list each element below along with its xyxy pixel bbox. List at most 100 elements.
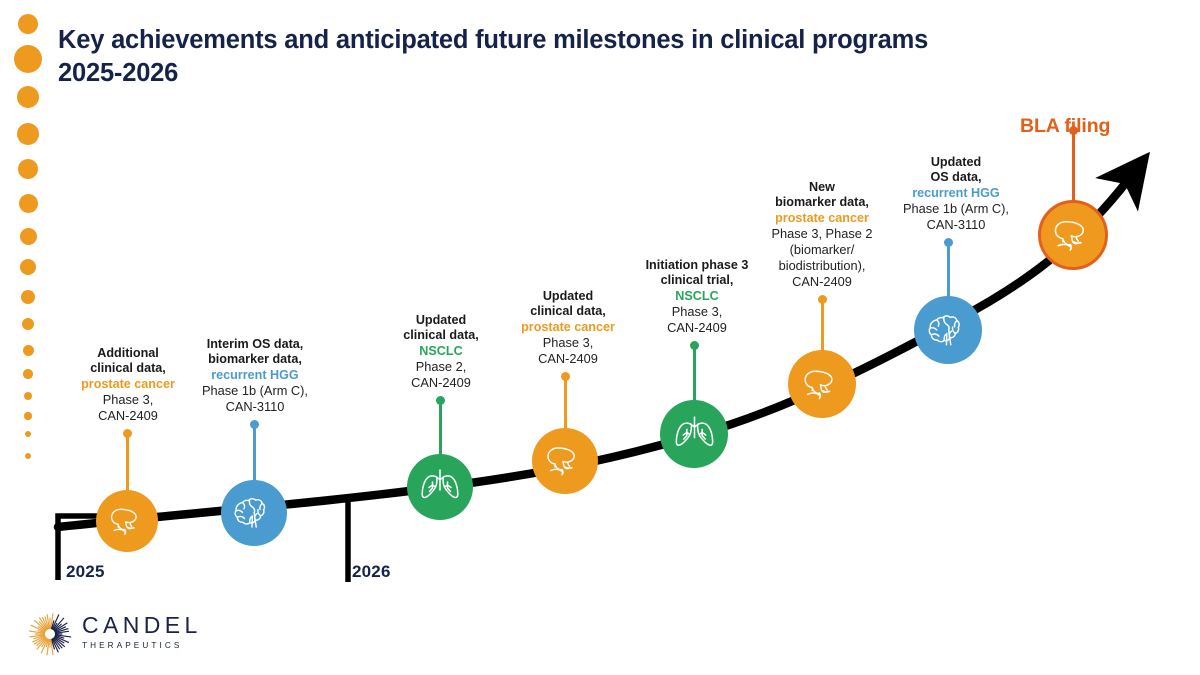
milestone-label-line: biodistribution), bbox=[778, 257, 866, 273]
milestone-label-line: prostate cancer bbox=[81, 376, 175, 391]
milestone-label-line: recurrent HGG bbox=[211, 367, 299, 382]
milestone-stem-dot bbox=[689, 341, 699, 350]
milestone-label-line: clinical data, bbox=[90, 361, 166, 376]
decorative-dot-column bbox=[0, 0, 60, 500]
milestone-node-brain[interactable] bbox=[914, 296, 982, 364]
decorative-dot bbox=[17, 123, 39, 145]
decorative-dot bbox=[24, 452, 32, 460]
milestone-node-prostate[interactable] bbox=[532, 428, 598, 494]
milestone-label-line: clinical trial, bbox=[660, 273, 734, 288]
milestone-label-line: clinical data, bbox=[403, 328, 479, 343]
milestone-label-line: biomarker data, bbox=[775, 195, 869, 210]
decorative-dot bbox=[18, 193, 38, 213]
page-title-line-1: Key achievements and anticipated future … bbox=[58, 26, 929, 54]
milestone-label-line: New bbox=[809, 180, 835, 194]
milestone-label-line: CAN-3110 bbox=[926, 217, 986, 233]
milestone-stem bbox=[946, 242, 950, 298]
milestone-label-line: clinical data, bbox=[530, 304, 606, 319]
candel-logo: CANDEL THERAPEUTICS bbox=[24, 608, 197, 666]
decorative-dot bbox=[24, 412, 32, 420]
decorative-dot bbox=[14, 45, 42, 73]
milestone-node-prostate[interactable] bbox=[1038, 200, 1108, 270]
milestone-label-line: prostate cancer bbox=[521, 319, 615, 334]
milestone-stem bbox=[1071, 130, 1075, 202]
year-label-2025: 2025 bbox=[66, 562, 105, 581]
decorative-dot bbox=[18, 14, 38, 34]
milestone-stem-dot bbox=[943, 238, 953, 247]
brain-icon bbox=[924, 306, 973, 355]
milestone-node-prostate[interactable] bbox=[788, 350, 856, 418]
milestone-node-lungs[interactable] bbox=[660, 400, 728, 468]
decorative-dot bbox=[21, 290, 35, 304]
prostate-icon bbox=[541, 437, 589, 485]
decorative-dot bbox=[24, 430, 32, 438]
milestone-label-line: Phase 3, bbox=[671, 304, 723, 320]
milestone-label-line: Initiation phase 3 bbox=[645, 258, 749, 272]
milestone-label-line: prostate cancer bbox=[775, 210, 869, 225]
milestone-label-line: Phase 3, bbox=[542, 335, 594, 351]
milestone-label-line: NSCLC bbox=[675, 288, 719, 303]
milestone-stem-dot bbox=[122, 429, 132, 438]
milestone-label-line: Phase 1b (Arm C), bbox=[903, 201, 1009, 217]
milestone-label-line: recurrent HGG bbox=[912, 185, 1000, 200]
milestone-label-line: Phase 3, Phase 2 bbox=[771, 226, 873, 242]
logo-subtitle: THERAPEUTICS bbox=[82, 641, 183, 650]
milestone-stem-dot bbox=[435, 396, 445, 405]
milestone-label-line: Updated bbox=[930, 155, 982, 169]
milestone-label-line: Updated bbox=[542, 289, 594, 303]
milestone-stem bbox=[692, 345, 696, 402]
milestone-label-line: CAN-2409 bbox=[792, 273, 852, 289]
milestone-label-line: CAN-2409 bbox=[411, 375, 471, 391]
milestone-label-line: NSCLC bbox=[419, 343, 463, 358]
milestone-node-prostate[interactable] bbox=[96, 490, 158, 552]
milestone-label-line: CAN-2409 bbox=[98, 408, 158, 424]
bla-filing-label: BLA filing bbox=[1020, 115, 1111, 137]
milestone-label-line: Phase 3, bbox=[102, 392, 154, 408]
milestone-label-line: (biomarker/ bbox=[789, 242, 855, 258]
milestone-label-line: Phase 1b (Arm C), bbox=[202, 383, 308, 399]
decorative-dot bbox=[17, 86, 39, 108]
decorative-dot bbox=[19, 227, 37, 245]
prostate-icon bbox=[798, 360, 847, 409]
decorative-dot bbox=[20, 259, 36, 275]
milestone-label-line: Phase 2, bbox=[415, 359, 467, 375]
logo-company-name: CANDEL bbox=[82, 612, 202, 638]
milestone-stem-dot bbox=[817, 294, 827, 304]
milestone-label-line: Updated bbox=[415, 313, 467, 327]
prostate-icon bbox=[1048, 210, 1099, 261]
milestone-label-line: biomarker data, bbox=[208, 352, 302, 367]
milestone-node-lungs[interactable] bbox=[407, 454, 473, 520]
milestone-label-line: CAN-2409 bbox=[538, 351, 598, 367]
lungs-icon bbox=[670, 410, 719, 459]
milestone-node-brain[interactable] bbox=[221, 480, 287, 546]
decorative-dot bbox=[18, 159, 38, 179]
milestone-stem bbox=[438, 400, 442, 456]
milestone-label-line: Additional bbox=[97, 346, 159, 360]
milestone-label-line: OS data, bbox=[930, 170, 982, 185]
decorative-dot bbox=[23, 391, 33, 401]
starburst-icon bbox=[28, 613, 72, 656]
decorative-dot bbox=[21, 317, 35, 331]
page-title-line-2: 2025-2026 bbox=[58, 58, 179, 87]
milestone-stem bbox=[252, 424, 256, 482]
milestone-label: Interim OS data,biomarker data,recurrent… bbox=[184, 337, 326, 415]
milestone-stem-dot bbox=[1068, 126, 1078, 135]
milestone-label-line: CAN-2409 bbox=[667, 320, 727, 336]
milestone-label-line: CAN-3110 bbox=[225, 399, 285, 415]
milestone-stem bbox=[563, 376, 567, 430]
milestone-stem bbox=[125, 433, 129, 492]
milestone-stem-dot bbox=[249, 420, 259, 429]
decorative-dot bbox=[22, 344, 34, 356]
milestone-label-line: Interim OS data, bbox=[206, 337, 304, 351]
year-label-2026: 2026 bbox=[352, 562, 391, 581]
prostate-icon bbox=[105, 499, 150, 544]
decorative-dot bbox=[23, 369, 33, 379]
lungs-icon bbox=[416, 463, 464, 511]
milestone-stem-dot bbox=[560, 372, 570, 381]
